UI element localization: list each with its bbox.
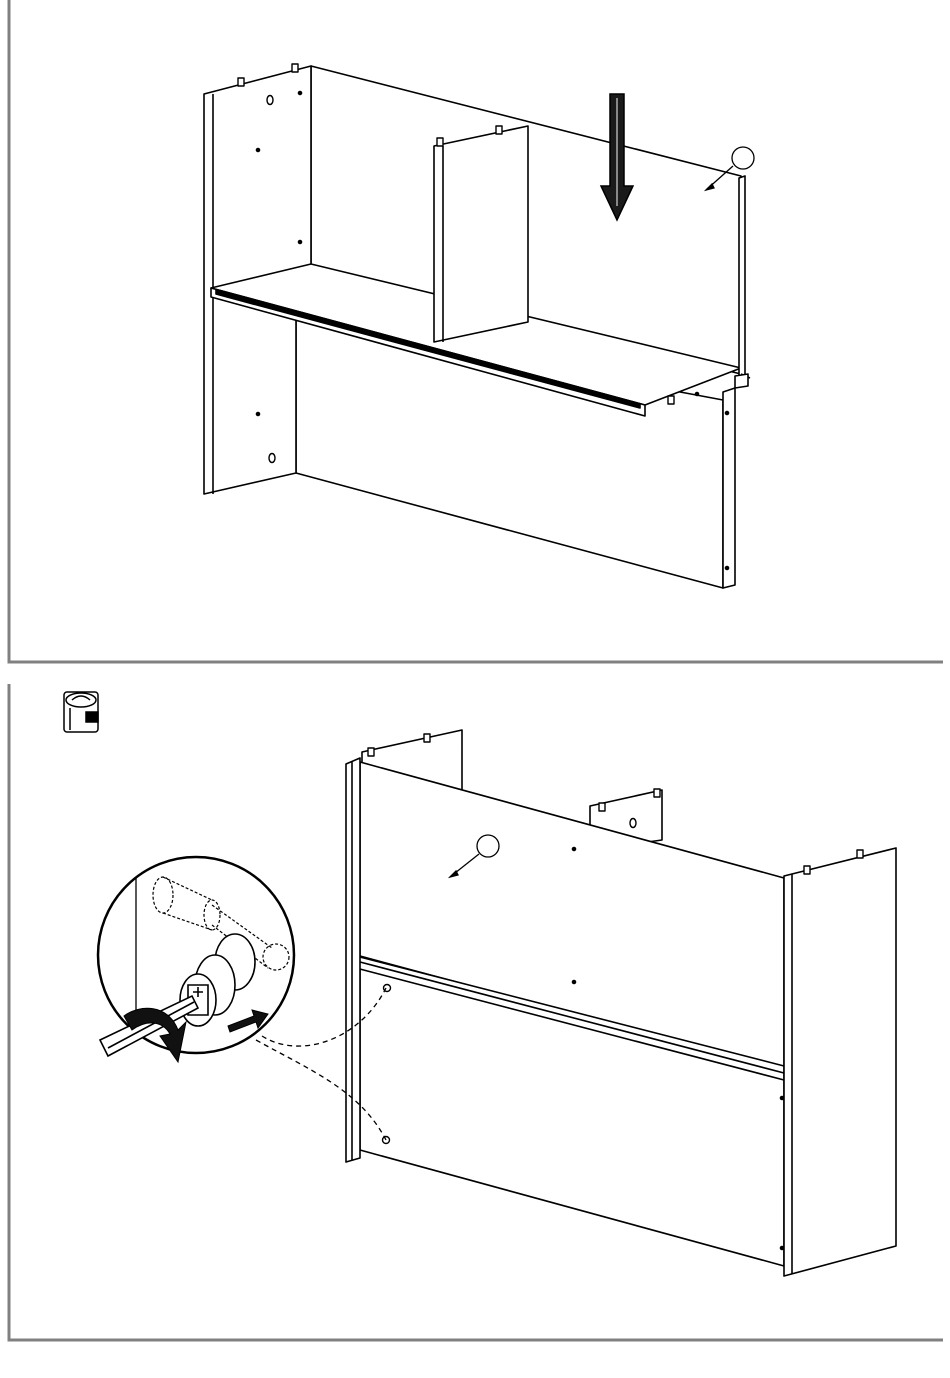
cam-lock-hardware-icon <box>64 692 98 732</box>
step-2-illustration <box>256 730 896 1276</box>
sliding-back-panel <box>739 176 745 380</box>
step-1-illustration <box>204 64 750 588</box>
right-side-panel <box>784 848 896 1276</box>
divider-panel <box>434 126 528 342</box>
right-side-panel <box>723 388 735 588</box>
left-side-panel <box>346 758 360 1162</box>
zoom-detail-circle <box>98 857 294 1053</box>
